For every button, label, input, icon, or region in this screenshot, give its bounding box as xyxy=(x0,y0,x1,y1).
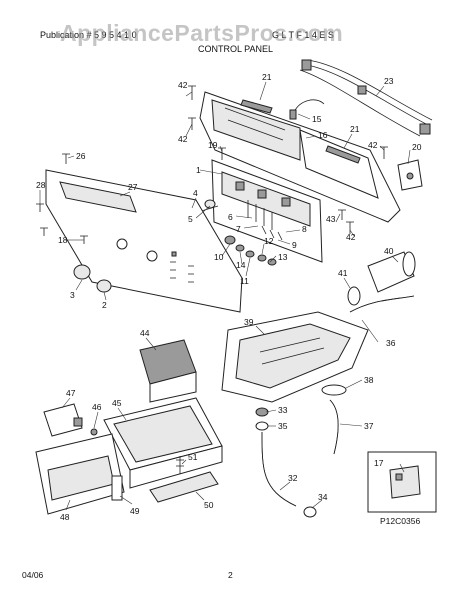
callout-47: 47 xyxy=(66,388,76,398)
watermark-logo: AppliancePartsPros.com xyxy=(60,20,344,46)
callout-20: 20 xyxy=(412,142,422,152)
callout-46: 46 xyxy=(92,402,102,412)
callout-10: 10 xyxy=(214,252,224,262)
callout-14: 14 xyxy=(236,260,246,270)
callout-41: 41 xyxy=(338,268,348,278)
seal-ring-38 xyxy=(321,384,347,396)
callout-18: 18 xyxy=(58,235,68,245)
nut-46 xyxy=(90,428,98,436)
callout-15: 15 xyxy=(312,114,322,124)
label-strip-lower xyxy=(325,145,361,164)
footer-page: 2 xyxy=(228,570,233,580)
callout-42b: 42 xyxy=(178,134,188,144)
fitting-33 xyxy=(255,407,269,417)
callout-13: 13 xyxy=(278,252,288,262)
callout-26: 26 xyxy=(76,151,86,161)
callout-7: 7 xyxy=(236,224,241,234)
section-title: CONTROL PANEL xyxy=(198,44,274,54)
callout-37: 37 xyxy=(364,421,374,431)
knob-3 xyxy=(73,264,91,280)
callout-6: 6 xyxy=(228,212,233,222)
callout-27: 27 xyxy=(128,182,138,192)
bracket-20 xyxy=(397,159,423,191)
callout-11: 11 xyxy=(240,276,249,286)
vent-cylinder-40 xyxy=(367,251,416,293)
sensor-plug xyxy=(289,109,297,120)
fitting-35 xyxy=(255,421,269,431)
callout-44: 44 xyxy=(140,328,150,338)
callout-40: 40 xyxy=(384,246,394,256)
callout-23: 23 xyxy=(384,76,394,86)
callout-50: 50 xyxy=(204,500,214,510)
callout-2: 2 xyxy=(102,300,107,310)
callout-48: 48 xyxy=(60,512,70,522)
dispenser-housing xyxy=(221,311,369,403)
dispenser-drawer-45 xyxy=(103,397,223,489)
callout-51: 51 xyxy=(188,452,198,462)
drain-hose-37 xyxy=(329,399,339,455)
control-board xyxy=(211,159,323,263)
callout-21a: 21 xyxy=(262,72,272,82)
callout-42c: 42 xyxy=(368,140,378,150)
callout-8: 8 xyxy=(302,224,307,234)
o-ring-41 xyxy=(347,286,361,306)
callout-42d: 42 xyxy=(346,232,356,242)
callout-19: 19 xyxy=(208,140,218,150)
callout-16: 16 xyxy=(318,130,328,140)
callout-42a: 42 xyxy=(178,80,188,90)
callout-45: 45 xyxy=(112,398,122,408)
callout-labels: 1 2 3 4 5 6 7 8 9 10 11 12 13 14 15 16 1… xyxy=(36,72,422,522)
callout-32: 32 xyxy=(288,473,298,483)
panel-housing xyxy=(199,91,401,223)
callout-1: 1 xyxy=(196,165,201,175)
inset-part-17 xyxy=(367,451,437,513)
screw-group xyxy=(188,85,388,234)
callout-28: 28 xyxy=(36,180,46,190)
footer-date: 04/06 xyxy=(22,570,44,580)
knob-2 xyxy=(96,279,112,293)
drawer-insert-44 xyxy=(139,339,197,403)
publication-number: Publication # 5 9 5 4 1 0 xyxy=(40,30,137,40)
wiring-harness xyxy=(299,59,433,137)
callout-5: 5 xyxy=(188,214,193,224)
callout-49: 49 xyxy=(130,506,140,516)
callout-33: 33 xyxy=(278,405,288,415)
callout-34: 34 xyxy=(318,492,328,502)
drawer-front-48 xyxy=(35,433,125,515)
callout-3: 3 xyxy=(70,290,75,300)
diagram-code: P12C0356 xyxy=(380,516,420,526)
callout-36: 36 xyxy=(386,338,396,348)
tray-50 xyxy=(149,471,219,503)
drawer-handle-49 xyxy=(111,475,123,501)
model-number: G L T F 1 4 E S xyxy=(272,30,334,40)
callout-9: 9 xyxy=(292,240,297,250)
callout-4: 4 xyxy=(193,188,198,198)
leader-lines xyxy=(39,81,411,511)
callout-38: 38 xyxy=(364,375,374,385)
callout-35: 35 xyxy=(278,421,288,431)
callout-21b: 21 xyxy=(350,124,360,134)
callout-43: 43 xyxy=(326,214,336,224)
callout-17: 17 xyxy=(374,458,384,468)
label-strip-upper xyxy=(240,99,273,114)
callout-39: 39 xyxy=(244,317,254,327)
sensor-wire xyxy=(293,99,325,113)
callout-12: 12 xyxy=(264,236,274,246)
spring-51 xyxy=(176,456,184,474)
actuator-47 xyxy=(43,403,83,437)
clamp-34 xyxy=(303,506,317,518)
